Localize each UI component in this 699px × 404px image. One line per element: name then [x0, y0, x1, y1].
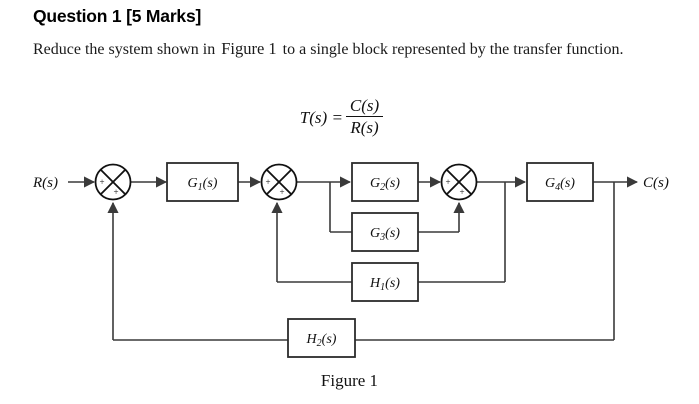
block-h2-suffix: (s): [322, 332, 337, 347]
block-g2-subscript: 2: [380, 182, 385, 193]
summing-junction-3[interactable]: + +: [440, 163, 478, 201]
block-g3-suffix: (s): [385, 226, 400, 241]
question-prompt: Reduce the system shown in Figure 1 to a s…: [33, 39, 671, 60]
figure-caption: Figure 1: [320, 371, 379, 390]
block-g1-subscript: 1: [198, 182, 203, 193]
block-g4-suffix: (s): [560, 176, 575, 191]
sum1-bottom-sign: +: [113, 187, 118, 197]
block-g2-label: G: [370, 176, 380, 191]
block-g1[interactable]: G1(s): [166, 162, 239, 202]
block-g3[interactable]: G3(s): [351, 212, 419, 252]
block-g2-suffix: (s): [385, 176, 400, 191]
block-h1-label: H: [369, 276, 381, 291]
block-g1-suffix: (s): [203, 176, 218, 191]
output-signal-label: C(s): [643, 175, 669, 191]
prompt-figure-reference: Figure 1: [221, 39, 277, 58]
equation-denominator: R(s): [345, 116, 384, 137]
svg-text:H1(s): H1(s): [369, 276, 400, 293]
transfer-function-equation: T(s) =C(s)R(s): [0, 96, 699, 138]
svg-text:G4(s): G4(s): [545, 176, 575, 193]
block-diagram: + + + + + +: [0, 150, 699, 365]
block-h2-subscript: 2: [317, 338, 322, 349]
svg-text:G2(s): G2(s): [370, 176, 400, 193]
prompt-text-part1: Reduce the system shown in: [33, 41, 216, 58]
block-g4-subscript: 4: [555, 182, 560, 193]
block-g2[interactable]: G2(s): [351, 162, 419, 202]
block-g4[interactable]: G4(s): [526, 162, 594, 202]
block-h1[interactable]: H1(s): [351, 262, 419, 302]
svg-text:G1(s): G1(s): [188, 176, 218, 193]
sum3-bottom-sign: +: [459, 187, 464, 197]
svg-text:G3(s): G3(s): [370, 226, 400, 243]
sum1-left-sign: +: [99, 177, 104, 187]
block-h2[interactable]: H2(s): [287, 318, 356, 358]
page-title: Question 1 [5 Marks]: [33, 6, 202, 26]
block-g3-label: G: [370, 226, 380, 241]
prompt-text-part2: to a single block represented by the tra…: [282, 41, 624, 58]
sum3-left-sign: +: [445, 177, 450, 187]
equation-fraction: C(s)R(s): [345, 96, 384, 137]
block-g4-label: G: [545, 176, 555, 191]
block-h1-suffix: (s): [385, 276, 400, 291]
block-h1-subscript: 1: [380, 282, 385, 293]
equation-numerator: C(s): [349, 96, 380, 115]
sum2-left-sign: +: [265, 177, 270, 187]
summing-junction-2[interactable]: + +: [260, 163, 298, 201]
svg-text:H2(s): H2(s): [306, 332, 337, 349]
input-signal-label: R(s): [32, 175, 58, 191]
block-g3-subscript: 3: [379, 232, 385, 243]
diagram-wires: [68, 176, 639, 341]
summing-junction-1[interactable]: + +: [94, 163, 132, 201]
equation-left-hand-side: T(s) =: [299, 108, 343, 127]
block-h2-label: H: [306, 332, 318, 347]
sum2-bottom-sign: +: [279, 187, 284, 197]
block-g1-label: G: [188, 176, 198, 191]
